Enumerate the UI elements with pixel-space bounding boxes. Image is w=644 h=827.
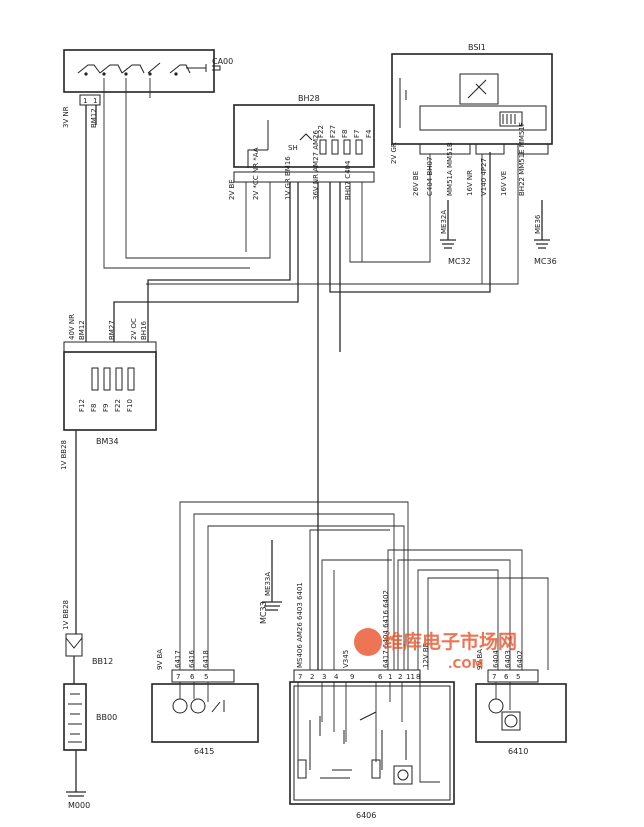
svg-text:F27: F27 — [329, 125, 337, 138]
bsi1: BSI1 — [391, 43, 553, 155]
bh28-conn1-label: 2V BE — [228, 179, 236, 200]
earth-mc32: ME32A MC32 — [440, 200, 471, 266]
svg-text:5: 5 — [516, 673, 520, 681]
svg-text:6415: 6415 — [194, 747, 214, 756]
battery-fuse-bb12: BB12 — [65, 633, 113, 666]
svg-text:1: 1 — [388, 673, 392, 681]
svg-text:6: 6 — [378, 673, 383, 681]
bm34-conn1b-label: BM12 — [78, 320, 86, 340]
fan6410-pin1: 6404 — [492, 650, 500, 668]
bsi-conn1-label: 26V BE — [412, 171, 420, 196]
bm34-conn3-label: 2V OC — [130, 318, 138, 340]
svg-text:F4: F4 — [365, 129, 373, 138]
ca00-conn-label: BM12 — [90, 108, 98, 128]
svg-text:2: 2 — [398, 673, 402, 681]
svg-text:3: 3 — [322, 673, 326, 681]
fan6410-pin3: 6402 — [516, 650, 524, 668]
svg-text:维库电子市场网: 维库电子市场网 — [384, 630, 517, 653]
svg-text:BB12: BB12 — [92, 657, 113, 666]
svg-text:1: 1 — [83, 97, 87, 105]
svg-text:1: 1 — [93, 97, 97, 105]
svg-text:9: 9 — [350, 673, 354, 681]
svg-text:2: 2 — [310, 673, 314, 681]
bsi-conn2-label: 16V NR — [466, 170, 474, 196]
svg-text:7: 7 — [492, 673, 496, 681]
bh28-conn5-label: BH07 C404 — [344, 160, 352, 200]
bsi-label: BSI1 — [468, 43, 486, 52]
svg-text:M000: M000 — [68, 801, 90, 810]
svg-text:ME33A: ME33A — [264, 572, 272, 596]
fan6415-pin2: 6416 — [188, 650, 196, 668]
bsi-conn3-label: 16V VE — [500, 171, 508, 196]
svg-text:BB00: BB00 — [96, 713, 117, 722]
svg-text:6: 6 — [504, 673, 509, 681]
svg-text:F22: F22 — [114, 399, 122, 412]
bh28-conn4-label: 36V NR AM27 AM26 — [312, 130, 320, 200]
earth-mc33: ME33A MC33 — [259, 540, 282, 624]
ctrl-conn-right-label: 6417 6404 6416 6402 — [382, 590, 390, 668]
bm34-conn2-label: BM27 — [108, 320, 116, 340]
svg-text:F22: F22 — [317, 125, 325, 138]
svg-text:5: 5 — [204, 673, 208, 681]
bsi-conn1c-label: MM51A MM51B — [446, 142, 454, 196]
svg-text:F9: F9 — [102, 404, 110, 412]
svg-text:F7: F7 — [353, 130, 361, 138]
svg-text:ME36: ME36 — [534, 214, 542, 234]
bm34-label: BM34 — [96, 437, 119, 446]
mc36-label: MC36 — [534, 257, 557, 266]
watermark: 维库电子市场网 .COM — [354, 628, 517, 671]
fan6410-pin2: 6403 — [504, 650, 512, 668]
bh28-label: BH28 — [298, 94, 320, 103]
svg-text:6410: 6410 — [508, 747, 528, 756]
svg-text:F12: F12 — [78, 399, 86, 412]
fan-6410: 7 6 5 6410 — [475, 669, 567, 756]
mc32-label: MC32 — [448, 257, 471, 266]
battery-bb00: BB00 — [63, 683, 117, 751]
bm34-out-label: 1V BB28 — [60, 440, 68, 470]
svg-text:ME32A: ME32A — [440, 210, 448, 234]
fan6415-conn-label: 9V BA — [156, 649, 164, 670]
bsi-conn-left-label: 2V GR — [390, 142, 398, 164]
wiring — [73, 78, 549, 783]
svg-text:6: 6 — [190, 673, 195, 681]
fan6415-pin3: 6418 — [202, 650, 210, 668]
bm34-conn1-label: 40V NR — [68, 314, 76, 340]
svg-text:SH: SH — [288, 144, 298, 152]
svg-text:8: 8 — [416, 673, 420, 681]
ctrl-conn-far-label: 12V BE — [422, 643, 430, 668]
bh28-conn3-label: 1V GR BM16 — [284, 156, 292, 200]
ctrl-conn-left-label: MS406 AM26 6403 6401 — [296, 582, 304, 668]
svg-text:F8: F8 — [90, 404, 98, 412]
svg-text:6406: 6406 — [356, 811, 376, 820]
bb12-wire-label: 1V BB28 — [62, 600, 70, 630]
fan-6415: 7 6 5 6415 — [151, 669, 259, 756]
fusebox-bh28: BH28 SH F22 F27 F8 F7 F4 — [233, 94, 375, 183]
svg-text:F10: F10 — [126, 399, 134, 412]
ignition-switch-ca00: CA00 1 1 — [63, 49, 233, 106]
fan6415-pin1: 6417 — [174, 650, 182, 668]
earth-mc36: ME36 MC36 — [534, 200, 557, 266]
svg-text:.COM: .COM — [448, 657, 484, 671]
ctrl-conn-mid-label: V345 — [342, 650, 350, 668]
svg-text:7: 7 — [176, 673, 180, 681]
fan6410-conn-label: 9V BA — [476, 649, 484, 670]
controller-6406: 7 2 3 4 9 6 1 2 11 8 6406 — [289, 669, 455, 820]
svg-text:11: 11 — [406, 673, 415, 681]
bsi-conn3b-label: BH22 MM51E MM51F — [518, 122, 526, 196]
svg-text:F8: F8 — [341, 130, 349, 138]
svg-text:4: 4 — [334, 673, 339, 681]
fusebox-bm34: F12 F8 F9 F22 F10 BM34 — [63, 341, 157, 446]
ca00-wire-label: 3V NR — [62, 106, 70, 128]
svg-text:7: 7 — [298, 673, 302, 681]
ca00-label: CA00 — [212, 57, 233, 66]
bsi-conn2b-label: V140 4P27 — [480, 158, 488, 196]
bm34-conn3b-label: BH16 — [140, 320, 148, 340]
earth-m000: M000 — [66, 750, 90, 810]
mc33-label: MC33 — [259, 601, 268, 624]
bh28-conn2-label: 2V *CC NR *AA — [252, 147, 260, 200]
